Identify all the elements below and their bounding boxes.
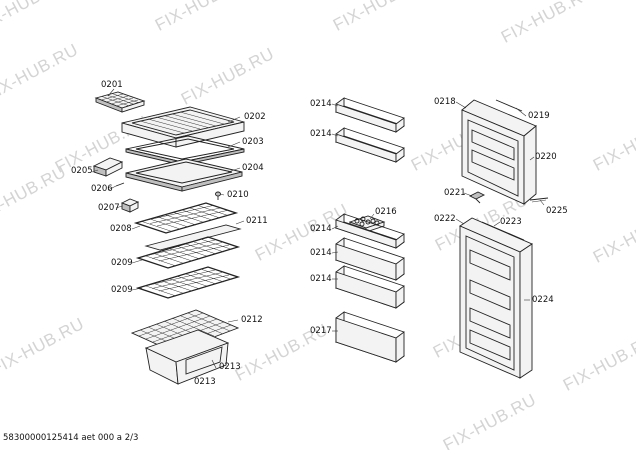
part-label-0223: 0223 — [500, 217, 522, 227]
part-label-0217: 0217 — [310, 326, 332, 336]
part-label-0202: 0202 — [244, 112, 266, 122]
document-footer: 58300000125414 aet 000 a 2/3 — [3, 433, 139, 443]
part-label-0213: 0213 — [219, 362, 241, 372]
glass-shelf — [144, 224, 242, 251]
part-label-0216: 0216 — [375, 207, 397, 217]
part-label-0214: 0214 — [310, 224, 332, 234]
freezer-door — [461, 99, 537, 205]
fridge-door — [459, 217, 533, 379]
freezer-flap — [125, 158, 243, 192]
part-label-0220: 0220 — [535, 152, 557, 162]
hinge-bracket — [468, 191, 486, 204]
part-label-0204: 0204 — [242, 163, 264, 173]
part-label-0209: 0209 — [111, 258, 133, 268]
part-label-0219: 0219 — [528, 111, 550, 121]
bottle-shelf — [335, 311, 405, 363]
wire-shelf — [133, 202, 239, 234]
part-label-0208: 0208 — [110, 224, 132, 234]
wire-shelf — [135, 266, 241, 299]
freezer-frame — [125, 135, 245, 166]
door-shelf — [335, 97, 405, 133]
part-label-0214: 0214 — [310, 248, 332, 258]
part-label-0218: 0218 — [434, 97, 456, 107]
door-shelf — [335, 213, 405, 249]
part-label-0214: 0214 — [310, 129, 332, 139]
door-shelf — [335, 127, 405, 163]
screw — [215, 191, 221, 200]
part-label-0225: 0225 — [546, 206, 568, 216]
part-label-0203: 0203 — [242, 137, 264, 147]
freezer-compartment-top — [121, 106, 245, 148]
part-label-0211: 0211 — [246, 216, 268, 226]
part-label-0224: 0224 — [532, 295, 554, 305]
part-label-0206: 0206 — [91, 184, 113, 194]
small-block — [120, 198, 140, 213]
part-label-0212: 0212 — [241, 315, 263, 325]
part-label-0209: 0209 — [111, 285, 133, 295]
part-label-0207: 0207 — [98, 203, 120, 213]
part-label-0201: 0201 — [101, 80, 123, 90]
part-label-0214: 0214 — [310, 274, 332, 284]
leader-lines — [91, 88, 545, 369]
part-label-0213: 0213 — [194, 377, 216, 387]
label-tag — [529, 197, 549, 203]
part-label-0205: 0205 — [71, 166, 93, 176]
part-label-0214: 0214 — [310, 99, 332, 109]
crisper-drawer — [144, 329, 230, 385]
part-label-0221: 0221 — [444, 188, 466, 198]
pin — [115, 182, 125, 187]
part-label-0210: 0210 — [227, 190, 249, 200]
door-shelf — [335, 237, 405, 281]
part-label-0222: 0222 — [434, 214, 456, 224]
wire-shelf — [135, 236, 241, 269]
hinge-part — [92, 157, 124, 177]
door-shelf — [335, 265, 405, 309]
ice-cube-tray — [94, 91, 146, 113]
